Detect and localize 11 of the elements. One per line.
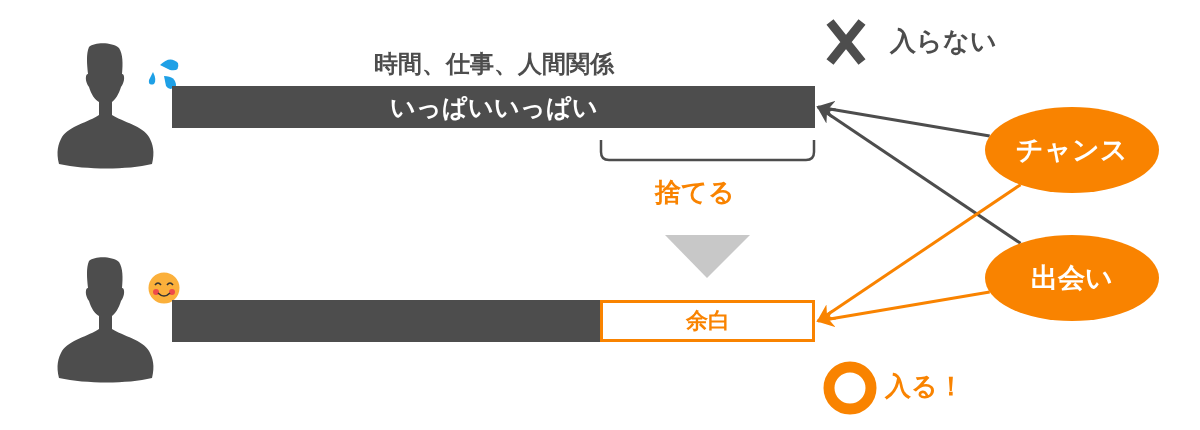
label-text: 捨てる xyxy=(655,176,735,209)
arrow xyxy=(816,290,990,328)
label-text: 入る！ xyxy=(885,370,964,403)
oval-badge: 出会い xyxy=(985,235,1159,321)
blank-space-box: 余白 xyxy=(600,300,815,342)
label-text: 入らない xyxy=(890,25,997,58)
oval-badge: チャンス xyxy=(985,107,1159,193)
arrow xyxy=(816,105,1022,245)
heading-text: 時間、仕事、人間関係 xyxy=(372,49,616,80)
bar-text: いっぱいいっぱい xyxy=(389,91,598,124)
bar xyxy=(172,300,600,342)
